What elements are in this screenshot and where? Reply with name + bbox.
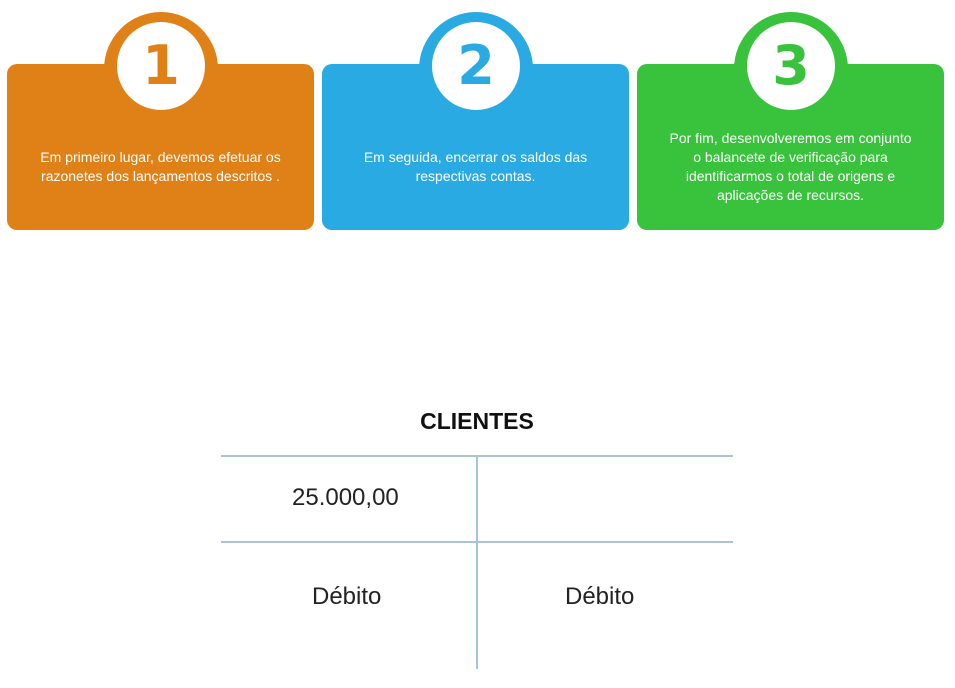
step-1-text: Em primeiro lugar, devemos efetuar os ra…: [26, 148, 294, 186]
t-account-divider: [476, 455, 478, 669]
step-3-number: 3: [772, 39, 810, 93]
step-2-number: 2: [457, 39, 495, 93]
step-1-number-badge: 1: [117, 22, 205, 110]
t-account-title: CLIENTES: [322, 408, 632, 435]
step-1-number: 1: [142, 39, 180, 93]
step-3-number-badge: 3: [747, 22, 835, 110]
t-account-right-label: Débito: [565, 583, 634, 611]
t-account-total-line: [221, 541, 733, 543]
t-account-debit-entry: 25.000,00: [292, 484, 399, 512]
t-account-left-label: Débito: [312, 583, 381, 611]
step-3-text: Por fim, desenvolveremos em conjunto o b…: [656, 129, 926, 205]
step-2-number-badge: 2: [432, 22, 520, 110]
step-2-text: Em seguida, encerrar os saldos das respe…: [350, 148, 601, 186]
